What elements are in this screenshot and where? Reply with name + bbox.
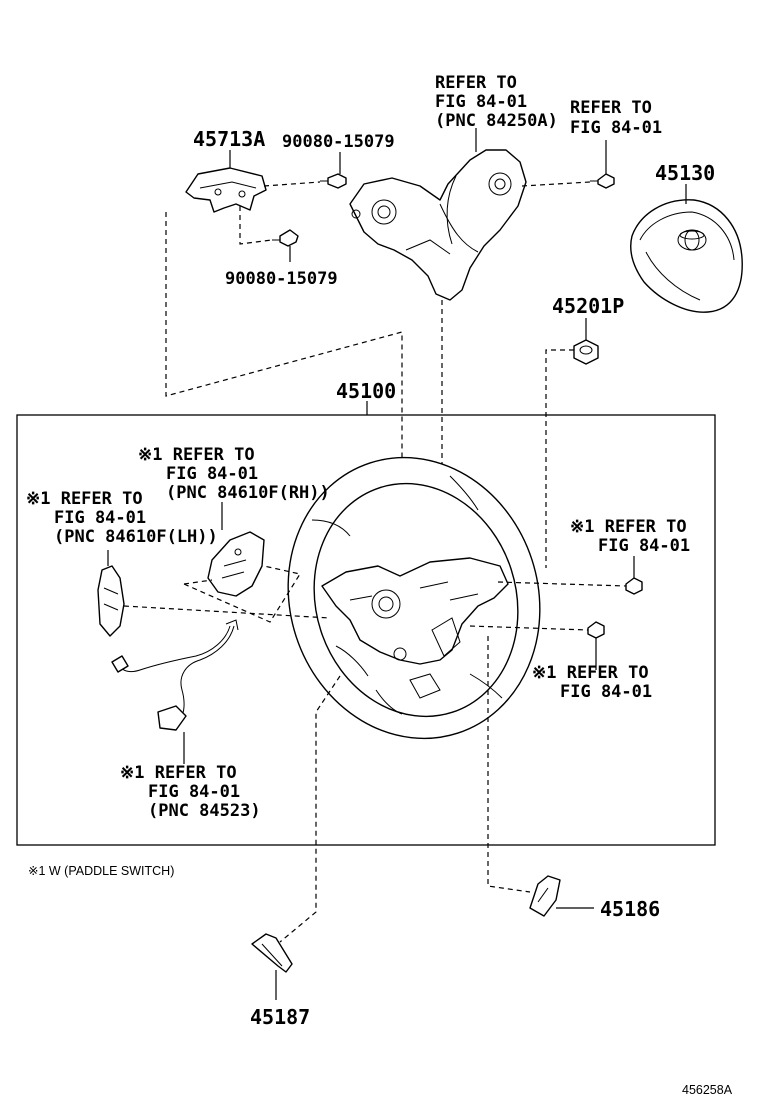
assembly-frame-45100 <box>16 414 716 846</box>
reference-note-top-right: REFER TO FIG 84-01 <box>570 98 662 138</box>
reference-note-right-upper: ※1 REFER TO FIG 84-01 <box>570 517 690 556</box>
reference-line: (PNC 84610F(RH)) <box>166 483 330 503</box>
reference-note-pnc-84250A: REFER TO FIG 84-01 (PNC 84250A) <box>435 73 558 131</box>
steering-wheel-icon <box>287 456 541 740</box>
reference-line: FIG 84-01 <box>148 782 240 802</box>
bolt-icon <box>590 173 615 189</box>
bracket-45713A-icon <box>185 167 267 213</box>
paddle-switch-icon <box>207 531 265 597</box>
reference-note-pnc-84610F-rh: ※1 REFER TO FIG 84-01 (PNC 84610F(RH)) <box>138 445 330 503</box>
airbag-icon <box>630 199 743 313</box>
bolt-icon <box>320 173 347 189</box>
part-number-90080-15079-bottom: 90080-15079 <box>225 269 338 289</box>
part-number-45187: 45187 <box>250 1005 310 1029</box>
reference-line: (PNC 84523) <box>148 801 261 821</box>
bolt-icon <box>625 577 643 595</box>
cover-icon <box>529 875 561 917</box>
footnote-paddle-switch: ※1 W (PADDLE SWITCH) <box>28 864 174 878</box>
reference-line: ※1 REFER TO <box>120 763 237 783</box>
reference-line: (PNC 84610F(LH)) <box>54 527 218 547</box>
bolt-icon <box>272 229 299 247</box>
reference-line: ※1 REFER TO <box>532 663 649 683</box>
reference-note-pnc-84523: ※1 REFER TO FIG 84-01 (PNC 84523) <box>120 763 261 821</box>
reference-line: (PNC 84250A) <box>435 111 558 131</box>
paddle-switch-icon <box>97 565 125 637</box>
part-number-45201P: 45201P <box>552 294 624 318</box>
reference-line: FIG 84-01 <box>598 536 690 556</box>
reference-line: FIG 84-01 <box>54 508 146 528</box>
reference-note-right-lower: ※1 REFER TO FIG 84-01 <box>532 663 652 702</box>
reference-line: FIG 84-01 <box>570 118 662 138</box>
part-number-45186: 45186 <box>600 897 660 921</box>
reference-line: ※1 REFER TO <box>26 489 143 509</box>
reference-line: FIG 84-01 <box>166 464 258 484</box>
wire-harness-icon <box>111 619 239 731</box>
reference-line: ※1 REFER TO <box>570 517 687 537</box>
clip-icon <box>573 339 599 365</box>
bolt-icon <box>587 621 605 639</box>
cover-icon <box>251 933 293 973</box>
figure-code: 456258A <box>682 1083 733 1097</box>
reference-line: REFER TO <box>435 73 517 93</box>
reference-line: ※1 REFER TO <box>138 445 255 465</box>
part-number-45100: 45100 <box>336 379 396 403</box>
part-number-90080-15079-top: 90080-15079 <box>282 132 395 152</box>
reference-line: FIG 84-01 <box>560 682 652 702</box>
part-number-45713A: 45713A <box>193 127 265 151</box>
reference-line: REFER TO <box>570 98 652 118</box>
reference-note-pnc-84610F-lh: ※1 REFER TO FIG 84-01 (PNC 84610F(LH)) <box>26 489 218 547</box>
part-number-45130: 45130 <box>655 161 715 185</box>
reference-line: FIG 84-01 <box>435 92 527 112</box>
steering-wheel-lower-cover-icon <box>349 149 527 301</box>
toyota-emblem-icon <box>677 229 707 251</box>
